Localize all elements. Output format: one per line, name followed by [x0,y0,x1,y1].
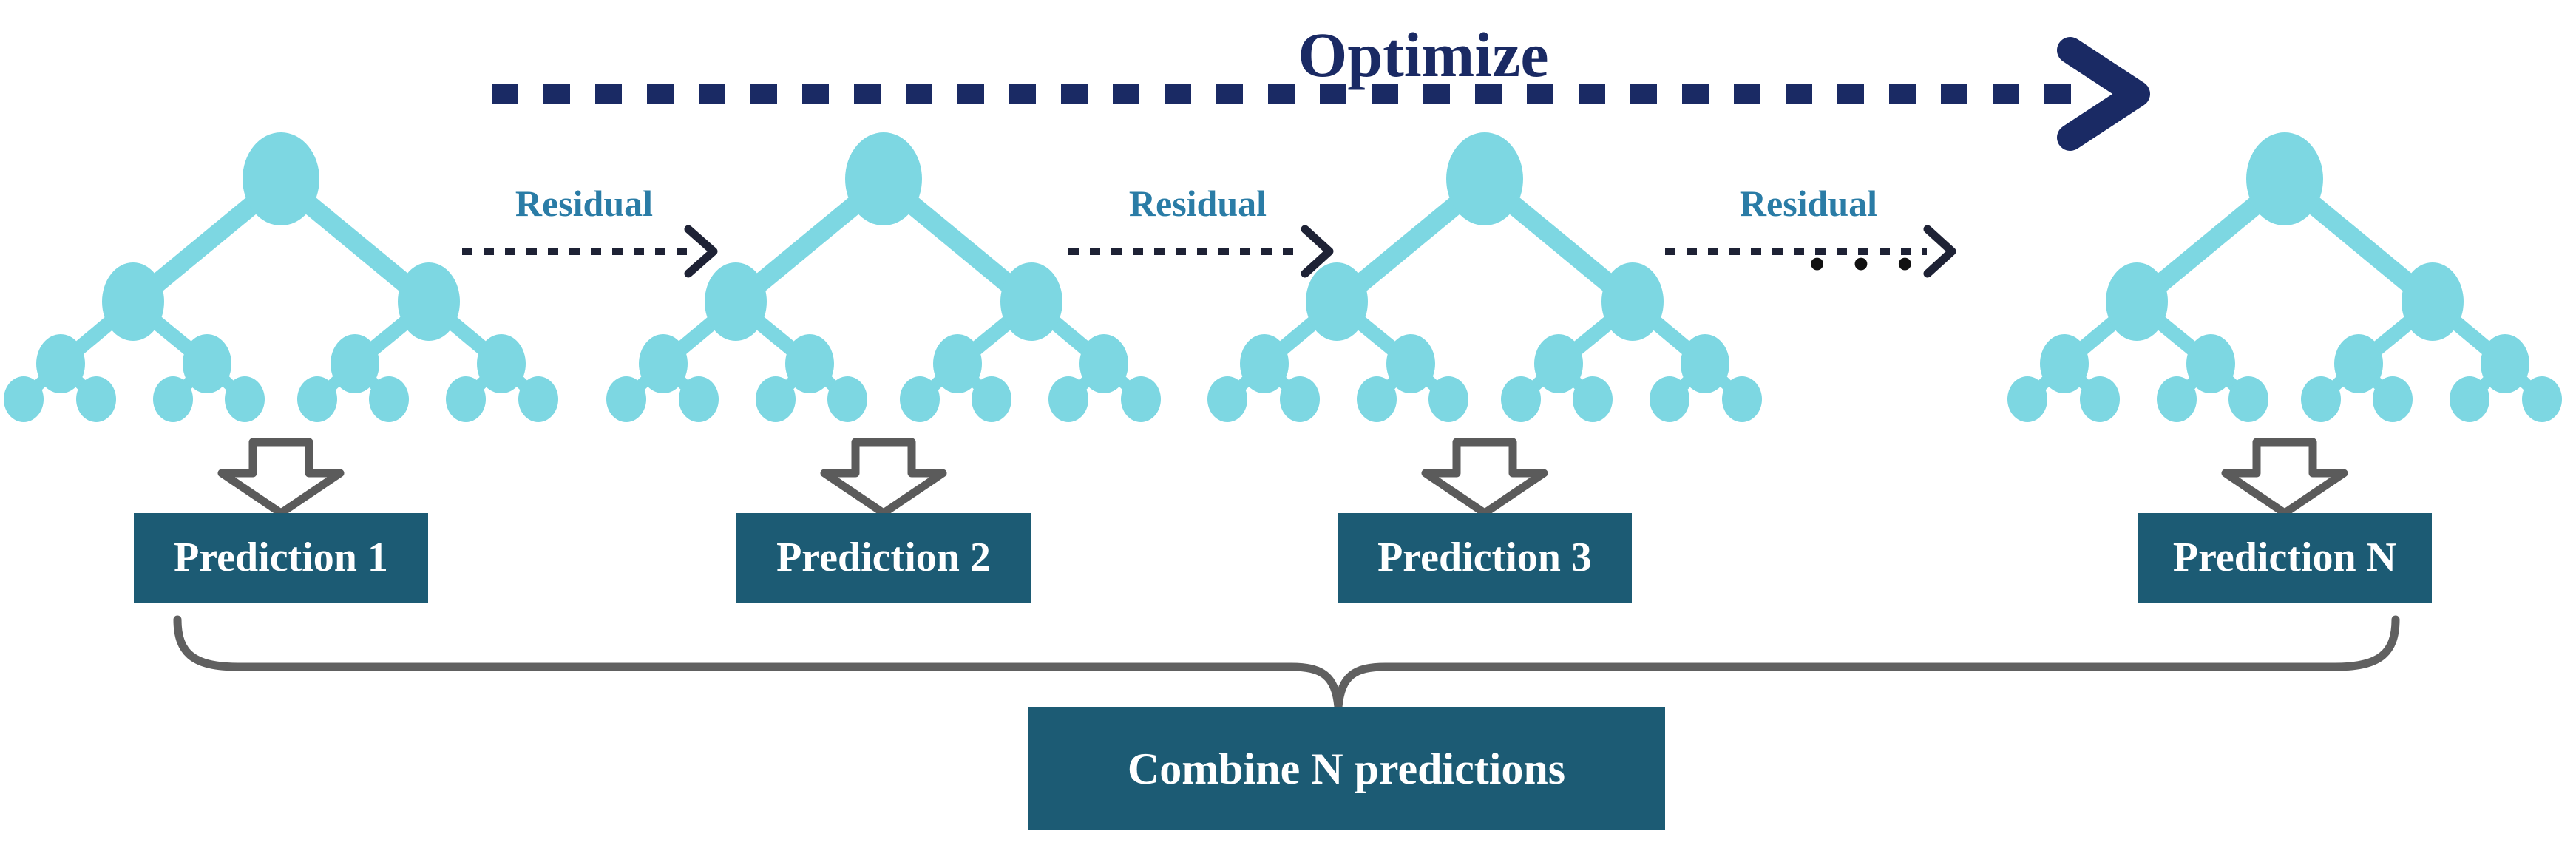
combine-label: Combine N predictions [1128,744,1565,793]
optimize-dashed-arrow-icon [492,37,2150,151]
ellipsis-dots-icon: • • • [1806,245,1920,286]
tree-3 [1207,132,1762,422]
combine: Combine N predictions [1028,707,1665,830]
prediction-label-n: Prediction N [2173,535,2396,580]
residual-group-1: Residual [462,183,718,278]
residual-group-3: Residual [1665,183,1956,278]
prediction-box-n [2138,513,2432,603]
down-arrow-icon-3 [1421,438,1548,518]
prediction-box-2 [736,513,1031,603]
prediction-label-3: Prediction 3 [1377,535,1592,580]
tree-1 [4,132,558,422]
residual-dotted-arrow-icon-2 [1068,225,1334,278]
residual-label-1: Residual [515,183,653,224]
prediction-2: Prediction 2 [736,513,1031,603]
combine-brace [173,615,2400,711]
down-arrow-icon-4 [2221,438,2348,518]
down-arrow-icon-2 [820,438,947,518]
down-arrow-icon-1 [217,438,345,518]
prediction-label-2: Prediction 2 [776,535,991,580]
prediction-1: Prediction 1 [134,513,428,603]
residual-dotted-arrow-icon-3 [1665,225,1956,278]
prediction-box-1 [134,513,428,603]
prediction-3: Prediction 3 [1338,513,1632,603]
optimize-title: Optimize [1298,19,1548,90]
prediction-box-3 [1338,513,1632,603]
residual-label-2: Residual [1129,183,1267,224]
residual-label-3: Residual [1740,183,1877,224]
tree-n [2007,132,2562,422]
prediction-label-1: Prediction 1 [174,535,388,580]
prediction-n: Prediction N [2138,513,2432,603]
combine-box [1028,707,1665,830]
residual-dotted-arrow-icon-1 [462,225,718,278]
residual-group-2: Residual [1068,183,1334,278]
